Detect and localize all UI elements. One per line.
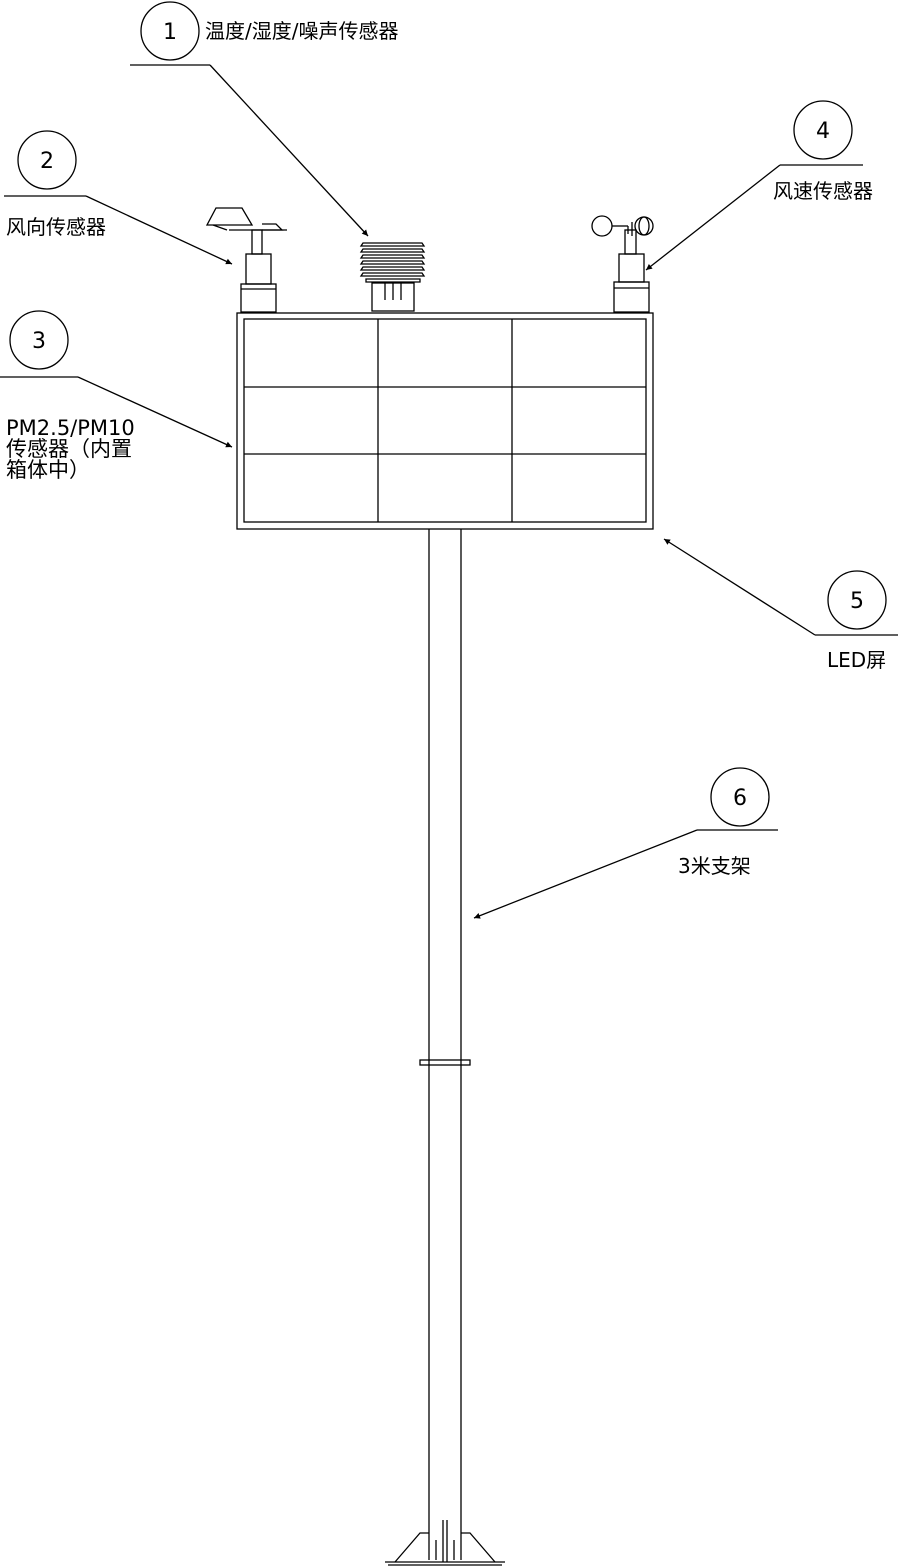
- callout-3-leader: [0, 310, 233, 448]
- pole-base: [385, 1520, 505, 1566]
- callout-6-leader: [473, 767, 778, 919]
- callout-1-leader: [130, 1, 369, 237]
- support-pole: [419, 529, 471, 1560]
- callout-5-leader: [663, 538, 898, 636]
- callout-5-number: 5: [850, 589, 864, 614]
- wind-direction-sensor: [205, 207, 287, 313]
- callout-6-number: 6: [733, 786, 747, 811]
- callout-4-number: 4: [816, 119, 830, 144]
- callout-2-number: 2: [40, 149, 54, 174]
- callout-5-label: LED屏: [827, 648, 886, 672]
- callout-2-leader: [4, 130, 233, 265]
- temp-humidity-noise-sensor: [359, 242, 426, 312]
- callout-4-leader: [645, 100, 863, 271]
- led-screen: [236, 312, 654, 530]
- wind-speed-sensor: [591, 215, 654, 313]
- callout-4-label: 风速传感器: [773, 179, 873, 203]
- callout-3-number: 3: [32, 329, 46, 354]
- callout-3-label-line-1: PM2.5/PM10: [6, 416, 135, 440]
- callout-3-label-line-2: 传感器（内置: [6, 437, 132, 461]
- callout-3-label-line-3: 箱体中）: [6, 458, 90, 482]
- callout-1-number: 1: [163, 20, 177, 45]
- callout-1-label: 温度/湿度/噪声传感器: [205, 19, 398, 43]
- callout-2-label: 风向传感器: [6, 215, 106, 239]
- callout-6-label: 3米支架: [678, 854, 751, 878]
